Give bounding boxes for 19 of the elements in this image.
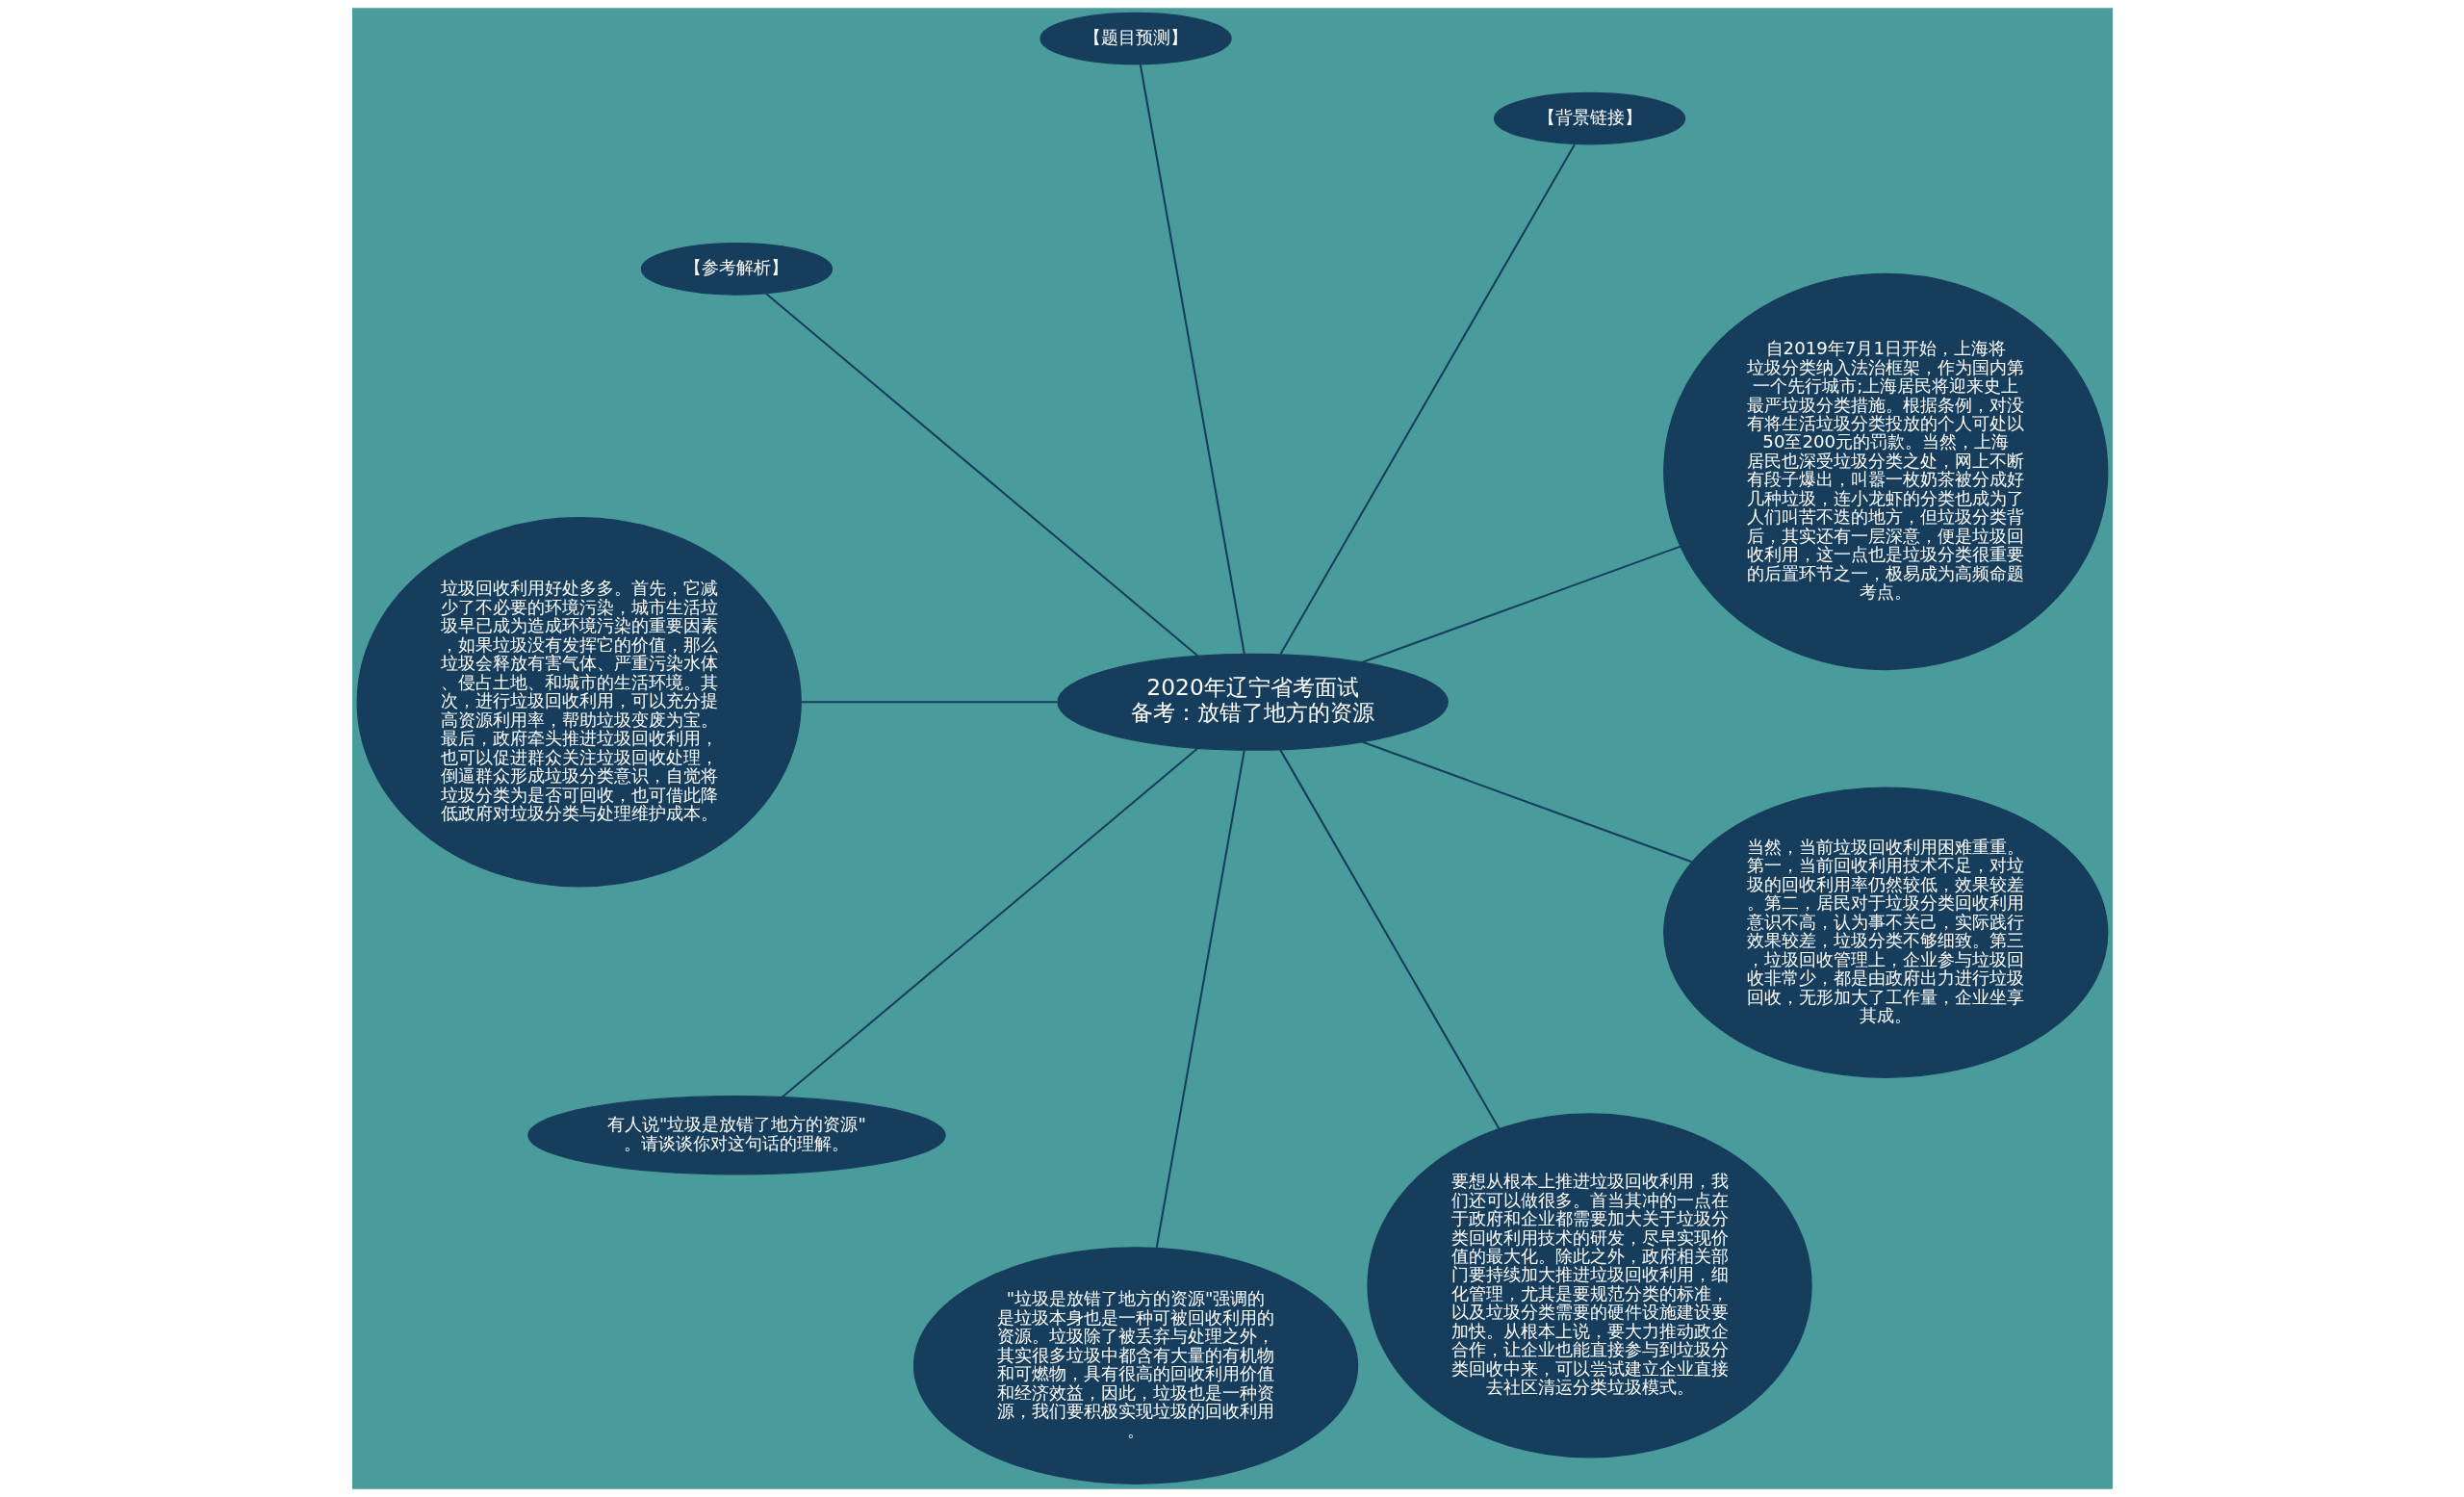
- node-ellipse: 当然，当前垃圾回收利用困难重重。第一，当前回收利用技术不足，对垃圾的回收利用率仍然较低，效果较差。第二，居民对于垃圾分类回收利用意识不高，认为事不关己，实际践行效果较差，垃圾分类不够细致。第三，垃圾回收管理上，企业参与垃圾回收非常少，都是由政府出力进行垃圾回收，无形加大了工作量，企业坐享其成。: [1662, 787, 2108, 1078]
- node-ellipse: 垃圾回收利用好处多多。首先，它减少了不必要的环境污染，城市生活垃圾早已成为造成环境污染的重要因素，如果垃圾没有发挥它的价值，那么垃圾会释放有害气体、严重污染水体、侵占土地、和城市的生活环境。其次，进行垃圾回收利用，可以充分提高资源利用率，帮助垃圾变废为宝。最后，政府牵头推进垃圾回收利用，也可以促进群众关注垃圾回收处理，倒逼群众形成垃圾分类意识，自觉将垃圾分类为是否可回收，也可借此降低政府对垃圾分类与处理维护成本。: [356, 516, 802, 888]
- node-ellipse: 【题目预测】: [1039, 12, 1232, 65]
- connector: [801, 701, 1057, 704]
- node-ellipse: 有人说"垃圾是放错了地方的资源"。请谈谈你对这句话的理解。: [526, 1095, 946, 1175]
- connector: [1155, 749, 1245, 1248]
- node-ellipse: 【背景链接】: [1493, 91, 1685, 145]
- connector: [1278, 749, 1500, 1129]
- node-ellipse: "垃圾是放错了地方的资源"强调的是垃圾本身也是一种可被回收利用的资源。垃圾除了被丢弃与处理之外，其实很多垃圾中都含有大量的有机物和可燃物，具有很高的回收利用价值和经济效益，因此，垃圾也是一种资源，我们要积极实现垃圾的回收利用。: [912, 1247, 1358, 1484]
- node-ellipse: 2020年辽宁省考面试备考：放错了地方的资源: [1056, 653, 1449, 751]
- connector: [764, 293, 1198, 658]
- node-ellipse: 要想从根本上推进垃圾回收利用，我们还可以做很多。首当其冲的一点在于政府和企业都需要加大关于垃圾分类回收利用技术的研发，尽早实现价值的最大化。除此之外，政府相关部门要持续加大推进垃圾回收利用，细化管理，尤其是要规范分类的标准，以及垃圾分类需要的硬件设施建设要加快。从根本上说，要大力推动政企合作，让企业也能直接参与到垃圾分类回收中来，可以尝试建立企业直接去社区清运分类垃圾模式。: [1366, 1113, 1812, 1458]
- connector: [1139, 64, 1245, 655]
- connector: [1361, 545, 1681, 663]
- connector: [1278, 143, 1576, 656]
- node-ellipse: 【参考解析】: [640, 243, 833, 296]
- connector: [1361, 740, 1692, 864]
- node-ellipse: 自2019年7月1日开始，上海将垃圾分类纳入法治框架，作为国内第一个先行城市;上海居民将迎来史上最严垃圾分类措施。根据条例，对没有将生活垃圾分类投放的个人可处以50至200元的罚款。当然，上海居民也深受垃圾分类之处，网上不断有段子爆出，叫嚣一枚奶茶被分成好几种垃圾，连小龙虾的分类也成为了人们叫苦不迭的地方，但垃圾分类背后，其实还有一层深意，便是垃圾回收利用，这一点也是垃圾分类很重要的后置环节之一，极易成为高频命题考点。: [1662, 272, 2108, 671]
- connector: [781, 747, 1198, 1098]
